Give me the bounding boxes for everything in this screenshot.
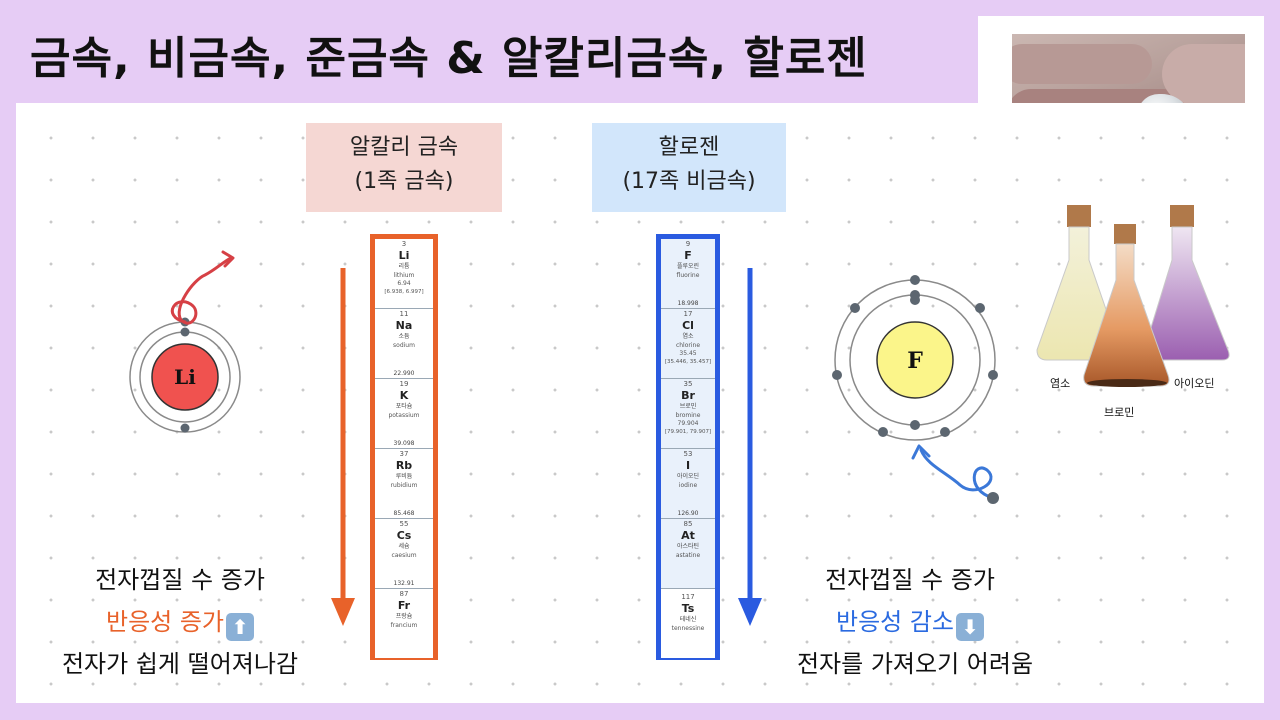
element-cell-i: 53 I 아이오딘 iodine 126.90 bbox=[661, 449, 715, 519]
element-cell-at: 85 At 아스타틴 astatine bbox=[661, 519, 715, 589]
down-arrow-icon: ⬇ bbox=[956, 613, 985, 641]
element-cell-rb: 37 Rb 루비듐 rubidium 85.468 bbox=[375, 449, 433, 519]
lithium-atom-diagram: Li bbox=[129, 250, 241, 433]
halogens-column: 9 F 플루오린 fluorine 18.998 17 Cl 염소 chlori… bbox=[656, 234, 720, 660]
halogen-heading-subtitle: (17족 비금속) bbox=[622, 169, 756, 194]
element-cell-fr: 87 Fr 프랑슘 francium bbox=[375, 589, 433, 658]
alkali-shell-text: 전자껍질 수 증가 bbox=[95, 566, 265, 594]
flask-label-iodine: 아이오딘 bbox=[1174, 377, 1215, 390]
flask-label-chlorine: 염소 bbox=[1050, 377, 1071, 390]
alkali-electron-text: 전자가 쉽게 떨어져나감 bbox=[61, 650, 299, 678]
element-cell-cl: 17 Cl 염소 chlorine 35.45 [35.446, 35.457] bbox=[661, 309, 715, 379]
halogen-flasks-illustration bbox=[1036, 205, 1230, 387]
element-cell-k: 19 K 포타슘 potassium 39.098 bbox=[375, 379, 433, 449]
fluorine-atom-diagram: F bbox=[832, 275, 999, 504]
flask-label-bromine: 브로민 bbox=[1104, 406, 1135, 419]
halogen-trend-arrow bbox=[738, 268, 762, 626]
whiteboard bbox=[16, 103, 1264, 703]
alkali-reactivity-label: 반응성 증가 bbox=[105, 608, 225, 636]
element-cell-li: 3 Li 리튬 lithium 6.94 [6.938, 6.997] bbox=[375, 239, 433, 309]
alkali-heading-title: 알칼리 금속 bbox=[349, 135, 459, 160]
alkali-heading-subtitle: (1족 금속) bbox=[354, 169, 454, 194]
halogen-heading-title: 할로젠 bbox=[658, 135, 720, 160]
fluorine-nucleus-label: F bbox=[907, 348, 923, 374]
halogen-reactivity-text: 반응성 감소⬇ bbox=[780, 602, 1040, 641]
halogen-shell-text: 전자껍질 수 증가 bbox=[825, 566, 995, 594]
element-cell-cs: 55 Cs 세슘 caesium 132.91 bbox=[375, 519, 433, 589]
page-title: 금속, 비금속, 준금속 & 알칼리금속, 할로젠 bbox=[30, 33, 868, 84]
element-cell-br: 35 Br 브로민 bromine 79.904 [79.901, 79.907… bbox=[661, 379, 715, 449]
halogen-reactivity-label: 반응성 감소 bbox=[835, 608, 955, 636]
alkali-heading: 알칼리 금속 (1족 금속) bbox=[306, 123, 502, 212]
halogen-heading: 할로젠 (17족 비금속) bbox=[592, 123, 786, 212]
alkali-reactivity-text: 반응성 증가⬆ bbox=[40, 602, 320, 641]
up-arrow-icon: ⬆ bbox=[226, 613, 255, 641]
lithium-nucleus-label: Li bbox=[174, 365, 196, 389]
alkali-trend-arrow bbox=[331, 268, 355, 626]
alkali-metals-column: 3 Li 리튬 lithium 6.94 [6.938, 6.997] 11 N… bbox=[370, 234, 438, 660]
element-cell-ts: 117 Ts 테네신 tennessine bbox=[661, 589, 715, 658]
element-cell-f: 9 F 플루오린 fluorine 18.998 bbox=[661, 239, 715, 309]
halogen-electron-text: 전자를 가져오기 어려움 bbox=[796, 650, 1034, 678]
element-cell-na: 11 Na 소듐 sodium 22.990 bbox=[375, 309, 433, 379]
